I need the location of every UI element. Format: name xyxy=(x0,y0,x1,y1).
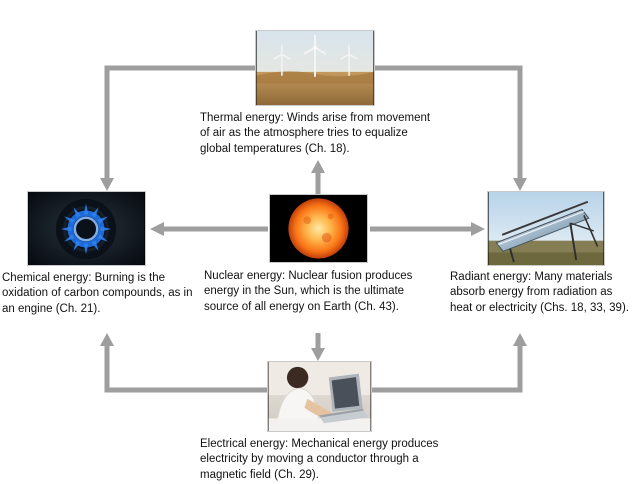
sun-image xyxy=(269,194,368,263)
thermal-energy-caption: Thermal energy: Winds arise from movemen… xyxy=(200,112,431,155)
chemical-energy-caption: Chemical energy: Burning is the oxidatio… xyxy=(2,272,193,315)
nuclear-energy-node xyxy=(269,194,368,263)
chemical-energy-node xyxy=(27,191,146,266)
person-using-laptop-image xyxy=(267,361,372,432)
desk xyxy=(268,418,371,431)
arrowhead-thermal-to-radiant xyxy=(513,178,527,191)
solar-trough-collector-image xyxy=(487,191,605,266)
wind-turbines-image xyxy=(255,30,375,106)
gas-burner-flame-image xyxy=(27,191,146,266)
arrowhead-sun-to-radiant xyxy=(471,222,485,236)
radiant-energy-caption: Radiant energy: Many materials absorb en… xyxy=(450,271,629,314)
thermal-energy-node xyxy=(255,30,375,106)
arrowhead-electrical-to-radiant xyxy=(513,333,527,346)
wind-turbine-icon xyxy=(273,34,358,77)
arrowhead-sun-to-thermal xyxy=(311,160,325,173)
arrowhead-sun-to-electrical xyxy=(311,348,325,361)
electrical-energy-node xyxy=(267,361,372,432)
laptop-icon xyxy=(319,373,369,424)
arrowhead-sun-to-chemical xyxy=(150,222,164,236)
arrowhead-thermal-to-chemical xyxy=(100,178,114,191)
electrical-energy-caption: Electrical energy: Mechanical energy pro… xyxy=(200,438,439,481)
blue-flame-ring-icon xyxy=(60,203,112,255)
arrowhead-electrical-to-chemical xyxy=(100,333,114,346)
radiant-energy-node xyxy=(487,191,605,266)
sun-disc-icon xyxy=(288,198,349,259)
nuclear-energy-caption: Nuclear energy: Nuclear fusion produces … xyxy=(204,270,413,313)
parabolic-mirror-icon xyxy=(495,200,599,263)
